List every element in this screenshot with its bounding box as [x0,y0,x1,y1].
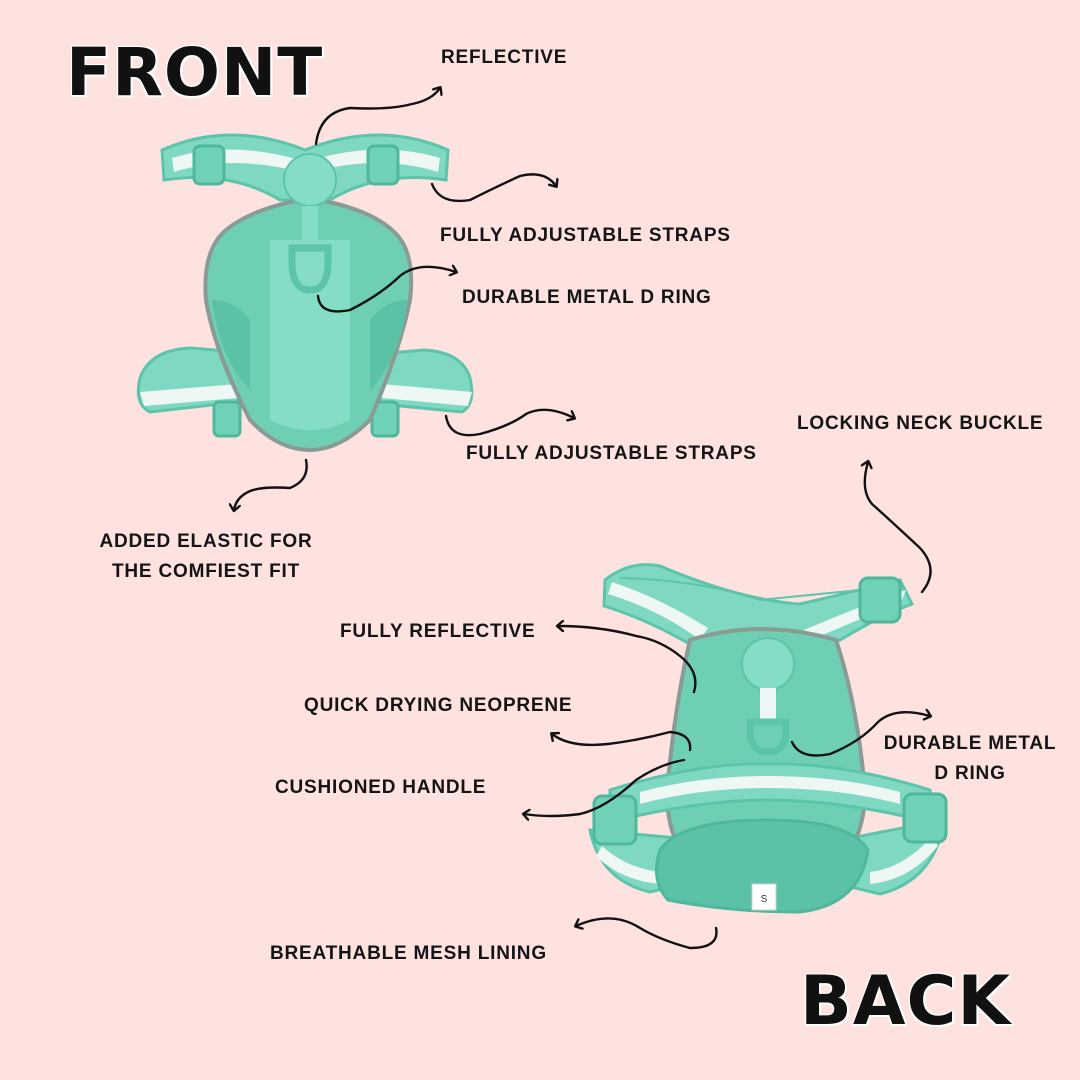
label-fully-reflective: FULLY REFLECTIVE [340,621,536,642]
back-top-band [602,563,915,672]
arrow-adjustable-straps-top [430,173,556,203]
label-adjustable-straps-bottom: FULLY ADJUSTABLE STRAPS [466,443,757,464]
arrow-locking-neck-buckle [865,462,932,594]
arrow-mesh-lining [576,917,718,950]
arrow-cushioned-handle [524,758,686,816]
front-chest-plate [270,240,350,430]
arrow-adjustable-straps-bottom [444,408,574,437]
front-logo-badge [283,153,337,207]
back-d-ring [746,718,790,756]
label-elastic-line1: ADDED ELASTIC FOR [99,531,313,552]
back-neck-buckle [858,576,902,624]
front-mesh-left [212,300,250,390]
label-d-ring: DURABLE METAL D RING [462,287,712,308]
front-title: FRONT [66,34,324,111]
size-tag-text: S [761,894,768,905]
label-d-ring-back: DURABLE METAL D RING [870,729,1070,789]
back-mesh-lining [654,818,870,914]
size-tag [751,883,777,911]
front-harness [136,133,474,453]
label-elastic: ADDED ELASTIC FOR THE COMFIEST FIT [86,527,326,587]
back-harness: S [588,563,948,914]
front-d-ring [288,244,332,294]
arrow-elastic [234,458,308,510]
front-lower-straps [136,346,474,438]
back-logo-badge [741,637,795,691]
arrow-reflective [314,88,440,146]
label-d-ring-back-line2: D RING [934,763,1006,784]
label-cushioned-handle: CUSHIONED HANDLE [275,777,487,798]
arrow-d-ring-back [790,712,930,757]
back-handle [592,762,948,846]
front-mesh-right [370,300,408,390]
label-d-ring-back-line1: DURABLE METAL [883,733,1057,754]
label-locking-neck-buckle: LOCKING NECK BUCKLE [797,413,1044,434]
arrow-d-ring [316,267,456,313]
arrow-fully-reflective [558,626,697,694]
label-elastic-line2: THE COMFIEST FIT [111,561,300,582]
label-reflective: REFLECTIVE [441,47,568,68]
label-mesh-lining: BREATHABLE MESH LINING [270,943,547,964]
back-title: BACK [800,962,1012,1041]
label-adjustable-straps-top: FULLY ADJUSTABLE STRAPS [440,225,731,246]
label-quick-drying: QUICK DRYING NEOPRENE [304,695,573,716]
arrow-quick-drying [552,730,692,752]
